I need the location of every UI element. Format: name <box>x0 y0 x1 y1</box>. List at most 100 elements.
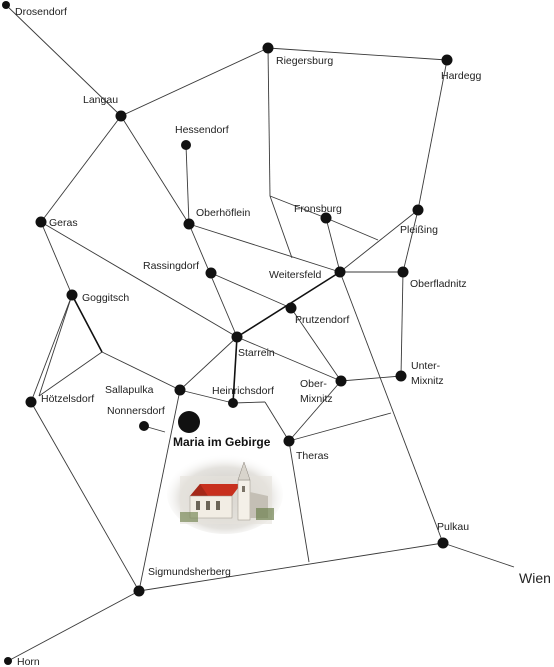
road-goggitsch-hoetzelsdorf <box>30 294 73 403</box>
road-theras-south <box>288 440 310 563</box>
road-hardegg-pleissing <box>417 59 448 211</box>
road-goggitsch-junction <box>71 294 103 353</box>
label-goggitsch: Goggitsch <box>82 292 129 304</box>
road-langau-oberhoeflein <box>120 115 190 225</box>
node-unter-mixnitz <box>395 370 407 382</box>
label-sigmundsherberg: Sigmundsherberg <box>148 566 231 578</box>
label-pulkau: Pulkau <box>437 521 469 533</box>
label-drosendorf: Drosendorf <box>15 6 67 18</box>
node-starrein <box>231 331 243 343</box>
label-heinrichsdorf: Heinrichsdorf <box>212 385 274 397</box>
road-sigmundsherberg-pulkau <box>138 542 444 592</box>
node-prutzendorf <box>285 302 297 314</box>
label-wien: Wien <box>519 570 551 586</box>
node-maria-im-gebirge <box>178 411 200 433</box>
road-junction-sallapulka <box>101 351 181 391</box>
node-hoetzelsdorf <box>25 396 37 408</box>
road-riegersburg-hardegg <box>267 47 448 61</box>
road-obermixnitz-untermixnitz <box>340 375 402 382</box>
road-starrein-obermixnitz <box>236 336 342 382</box>
label-ober-mixnitz-2: Mixnitz <box>300 393 333 405</box>
road-junction-hoetzelsdorf <box>38 351 103 397</box>
road-heinrichsdorf-east <box>232 401 266 404</box>
node-oberfladnitz <box>397 266 409 278</box>
label-oberfladnitz: Oberfladnitz <box>410 278 467 290</box>
node-pulkau <box>437 537 449 549</box>
label-weitersfeld: Weitersfeld <box>269 269 321 281</box>
road-sallapulka-sigmundsherberg <box>138 389 181 592</box>
road-goggitsch-hoetzelsdorf-2 <box>38 294 73 397</box>
node-hardegg <box>441 54 453 66</box>
road-starrein-heinrichsdorf <box>232 336 238 404</box>
road-oberfladnitz-untermixnitz <box>400 271 404 377</box>
road-pleissing-weitersfeld <box>339 209 419 273</box>
node-geras <box>35 216 47 228</box>
node-riegersburg <box>262 42 274 54</box>
road-pulkau-wien <box>442 542 515 568</box>
road-langau-riegersburg <box>120 47 269 117</box>
label-pleissing: Pleißing <box>400 224 438 236</box>
road-fronsburg-east <box>325 217 379 241</box>
road-to-theras <box>264 401 290 442</box>
road-pleissing-oberfladnitz <box>402 209 419 273</box>
label-horn: Horn <box>17 656 40 667</box>
road-oberhoeflein-weitersfeld <box>188 223 341 273</box>
label-ober-mixnitz-1: Ober- <box>300 378 327 390</box>
road-starrein-sallapulka <box>179 336 238 391</box>
road-fronsburg-weitersfeld <box>325 217 341 273</box>
label-hardegg: Hardegg <box>441 70 481 82</box>
label-theras: Theras <box>296 450 329 462</box>
road-geras-starrein <box>40 221 238 338</box>
road-fronsburg-weitersfeld-link <box>269 195 293 259</box>
road-to-fronsburg <box>269 195 327 219</box>
node-sigmundsherberg <box>133 585 145 597</box>
label-riegersburg: Riegersburg <box>276 55 333 67</box>
road-oberhoeflein-starrein <box>188 223 238 338</box>
road-prutzendorf-obermixnitz <box>290 307 342 382</box>
label-starrein: Starrein <box>238 347 275 359</box>
node-heinrichsdorf <box>228 398 238 408</box>
road-sallapulka-heinrichsdorf <box>179 389 234 404</box>
town-labels: Drosendorf Riegersburg Hardegg Langau He… <box>15 6 551 667</box>
road-hoetzelsdorf-horn <box>30 401 140 592</box>
node-goggitsch <box>66 289 78 301</box>
road-theras-east <box>288 412 392 442</box>
road-drosendorf-langau <box>5 4 122 117</box>
node-fronsburg <box>320 212 332 224</box>
road-sigmundsherberg-horn <box>7 590 140 662</box>
road-langau-geras <box>40 115 122 223</box>
church-illustration <box>167 454 283 534</box>
label-prutzendorf: Prutzendorf <box>295 314 349 326</box>
towns <box>2 1 453 665</box>
label-maria-im-gebirge: Maria im Gebirge <box>173 435 271 449</box>
label-oberhoeflein: Oberhöflein <box>196 207 250 219</box>
road-riegersburg-fronsburg-bend <box>267 47 271 197</box>
node-oberhoeflein <box>183 218 195 230</box>
node-drosendorf <box>2 1 10 9</box>
label-unter-mixnitz-2: Mixnitz <box>411 375 444 387</box>
node-ober-mixnitz <box>335 375 347 387</box>
node-horn <box>4 657 12 665</box>
label-unter-mixnitz-1: Unter- <box>411 360 441 372</box>
road-weitersfeld-pulkau <box>339 271 444 544</box>
node-pleissing <box>412 204 424 216</box>
label-fronsburg: Fronsburg <box>294 203 342 215</box>
label-rassingdorf: Rassingdorf <box>143 260 199 272</box>
node-sallapulka <box>174 384 186 396</box>
label-hoetzelsdorf: Hötzelsdorf <box>41 393 94 405</box>
node-weitersfeld <box>334 266 346 278</box>
road-rassingdorf-prutzendorf <box>210 272 292 309</box>
node-nonnersdorf <box>139 421 149 431</box>
label-nonnersdorf: Nonnersdorf <box>107 405 165 417</box>
label-hessendorf: Hessendorf <box>175 124 229 136</box>
node-rassingdorf <box>205 267 217 279</box>
node-hessendorf <box>181 140 191 150</box>
road-obermixnitz-theras <box>288 380 342 442</box>
road-geras-goggitsch <box>40 221 73 296</box>
node-theras <box>283 435 295 447</box>
roads <box>5 4 515 662</box>
node-langau <box>115 110 127 122</box>
label-geras: Geras <box>49 217 78 229</box>
